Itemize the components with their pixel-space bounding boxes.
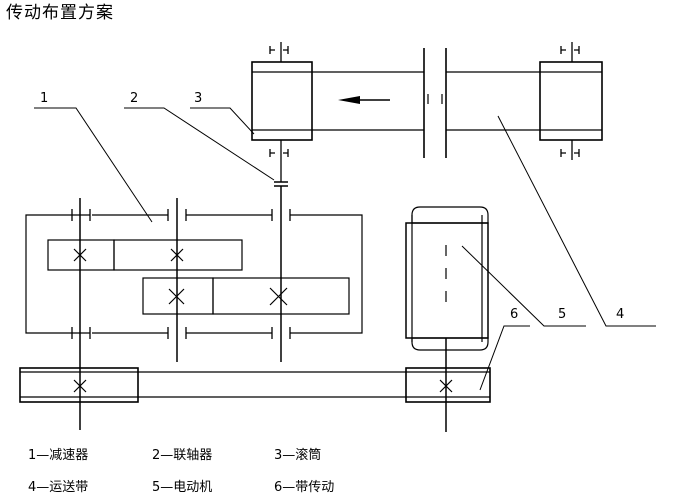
legend-item-motor: 5—电动机 [152, 480, 213, 495]
page-title: 传动布置方案 [6, 3, 114, 23]
coupling [274, 181, 288, 210]
leader-line-4 [497, 115, 656, 327]
motor [405, 206, 489, 432]
leader-line-3 [190, 107, 255, 135]
belt-direction-arrow-icon [338, 96, 390, 104]
callout-5: 5 [558, 307, 566, 322]
gear-cross-icon [269, 287, 288, 306]
small-pulley [19, 367, 139, 403]
callout-6: 6 [510, 307, 518, 322]
legend-item-coupling: 2—联轴器 [152, 448, 213, 463]
gear-wheel [212, 277, 350, 315]
callout-1: 1 [40, 91, 48, 106]
gear-wheel [113, 239, 243, 271]
leader-line-2 [124, 107, 275, 181]
bearing-icon [269, 42, 289, 182]
gear-cross-icon [170, 248, 184, 262]
leader-line-1 [34, 107, 153, 223]
pulley-cross-icon [73, 379, 87, 393]
callout-3: 3 [194, 91, 202, 106]
drum-left [251, 61, 313, 141]
gear-cross-icon [168, 288, 185, 305]
callouts: 1 2 3 4 5 6 [40, 91, 624, 322]
callout-4: 4 [616, 307, 624, 322]
motor-body [405, 222, 489, 339]
gear-cross-icon [73, 248, 87, 262]
drum-assembly [251, 42, 603, 182]
bearing-icon [560, 42, 580, 160]
leader-lines [34, 107, 656, 391]
gear-pinion [142, 277, 214, 315]
callout-2: 2 [130, 91, 138, 106]
belt-drive [19, 367, 491, 430]
pulley-cross-icon [439, 379, 453, 393]
gear-pinion [47, 239, 115, 271]
motor-housing [411, 206, 489, 224]
leader-line-6 [479, 325, 530, 391]
legend-item-belt-drive: 6—带传动 [274, 480, 335, 495]
leader-line-5 [461, 245, 586, 327]
large-pulley [405, 367, 491, 403]
drum-right [539, 61, 603, 141]
legend-item-conveyor-belt: 4—运送带 [28, 480, 89, 495]
legend-item-reducer: 1—减速器 [28, 448, 89, 463]
legend-item-drum: 3—滚筒 [274, 448, 322, 463]
